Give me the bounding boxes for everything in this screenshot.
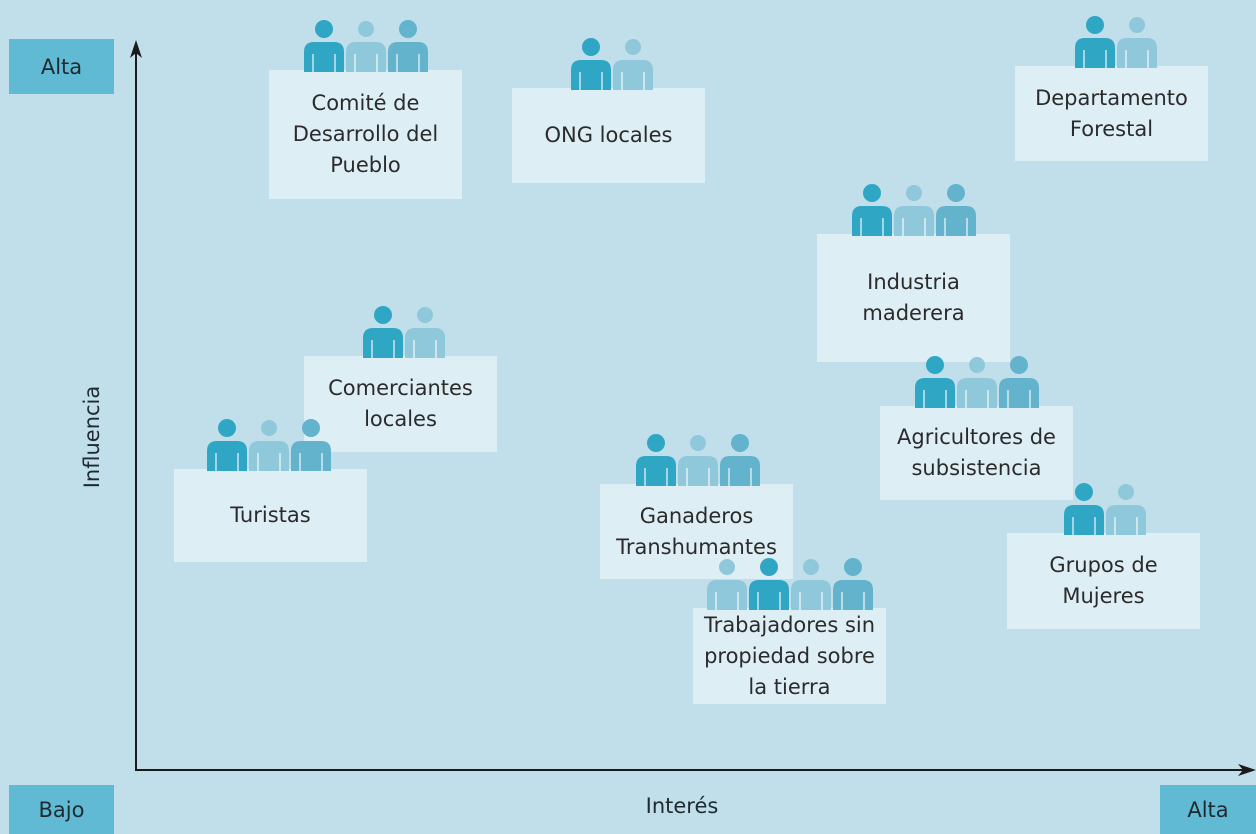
person-icon (1106, 484, 1146, 535)
person-icon (388, 20, 428, 72)
stakeholder-label: Ganaderos Transhumantes (616, 503, 777, 559)
y-axis-arrow-icon (130, 40, 142, 58)
x-axis-high-label: Alta (1160, 785, 1256, 834)
person-icon (249, 420, 289, 471)
person-icon (999, 356, 1039, 408)
stakeholder-label: Comité de Desarrollo del Pueblo (292, 91, 439, 177)
person-icon (636, 434, 676, 486)
person-icon (936, 184, 976, 236)
people-icon-group (852, 184, 976, 236)
x-axis-arrow-icon (1238, 764, 1256, 776)
stakeholder-label: Comerciantes locales (328, 376, 473, 431)
person-icon (678, 435, 718, 486)
stakeholder-card-trabajadores: Trabajadores sin propiedad sobre la tier… (693, 608, 886, 704)
stakeholder-label: Departamento Forestal (1035, 85, 1188, 141)
people-icon-group (207, 419, 331, 471)
x-axis-title: Interés (645, 794, 719, 818)
person-icon (852, 184, 892, 236)
stakeholder-label: ONG locales (544, 123, 673, 147)
person-icon (571, 38, 611, 90)
person-icon (304, 20, 344, 72)
person-icon (749, 558, 789, 610)
stakeholder-card-ong: ONG locales (512, 88, 705, 183)
stakeholder-label: Industria maderera (862, 270, 965, 325)
people-icon-group (915, 356, 1039, 408)
people-icon-group (636, 434, 760, 486)
people-icon-group (571, 38, 653, 90)
person-icon (915, 356, 955, 408)
stakeholder-label: Grupos de Mujeres (1049, 553, 1158, 608)
person-icon (957, 357, 997, 408)
person-icon (1075, 16, 1115, 68)
stakeholder-card-comite: Comité de Desarrollo del Pueblo (269, 70, 462, 199)
stakeholder-card-comerciantes: Comerciantes locales (304, 356, 497, 452)
person-icon (291, 419, 331, 471)
stakeholder-card-industria: Industria maderera (817, 234, 1010, 362)
people-icon-group (304, 20, 428, 72)
person-icon (720, 434, 760, 486)
person-icon (707, 559, 747, 610)
y-axis-high-label: Alta (9, 39, 114, 94)
stakeholder-card-departamento: Departamento Forestal (1015, 66, 1208, 161)
person-icon (833, 558, 873, 610)
people-icon-group (1064, 483, 1146, 535)
person-icon (1117, 17, 1157, 68)
stakeholder-card-turistas: Turistas (174, 469, 367, 562)
people-icon-group (363, 306, 445, 358)
people-icon-group (1075, 16, 1157, 68)
person-icon (613, 39, 653, 90)
person-icon (207, 419, 247, 471)
person-icon (894, 185, 934, 236)
person-icon (791, 559, 831, 610)
person-icon (405, 307, 445, 358)
stakeholder-card-ganaderos: Ganaderos Transhumantes (600, 484, 793, 579)
stakeholder-card-grupos: Grupos de Mujeres (1007, 533, 1200, 629)
origin-low-label: Bajo (9, 785, 114, 834)
stakeholder-card-agricultores: Agricultores de subsistencia (880, 406, 1073, 500)
person-icon (1064, 483, 1104, 535)
stakeholder-label: Trabajadores sin propiedad sobre la tier… (703, 612, 876, 699)
y-axis-title: Influencia (80, 385, 104, 489)
stakeholder-label: Agricultores de subsistencia (897, 425, 1056, 480)
stakeholder-label: Turistas (230, 503, 311, 527)
person-icon (346, 21, 386, 72)
person-icon (363, 306, 403, 358)
people-icon-group (707, 558, 873, 610)
